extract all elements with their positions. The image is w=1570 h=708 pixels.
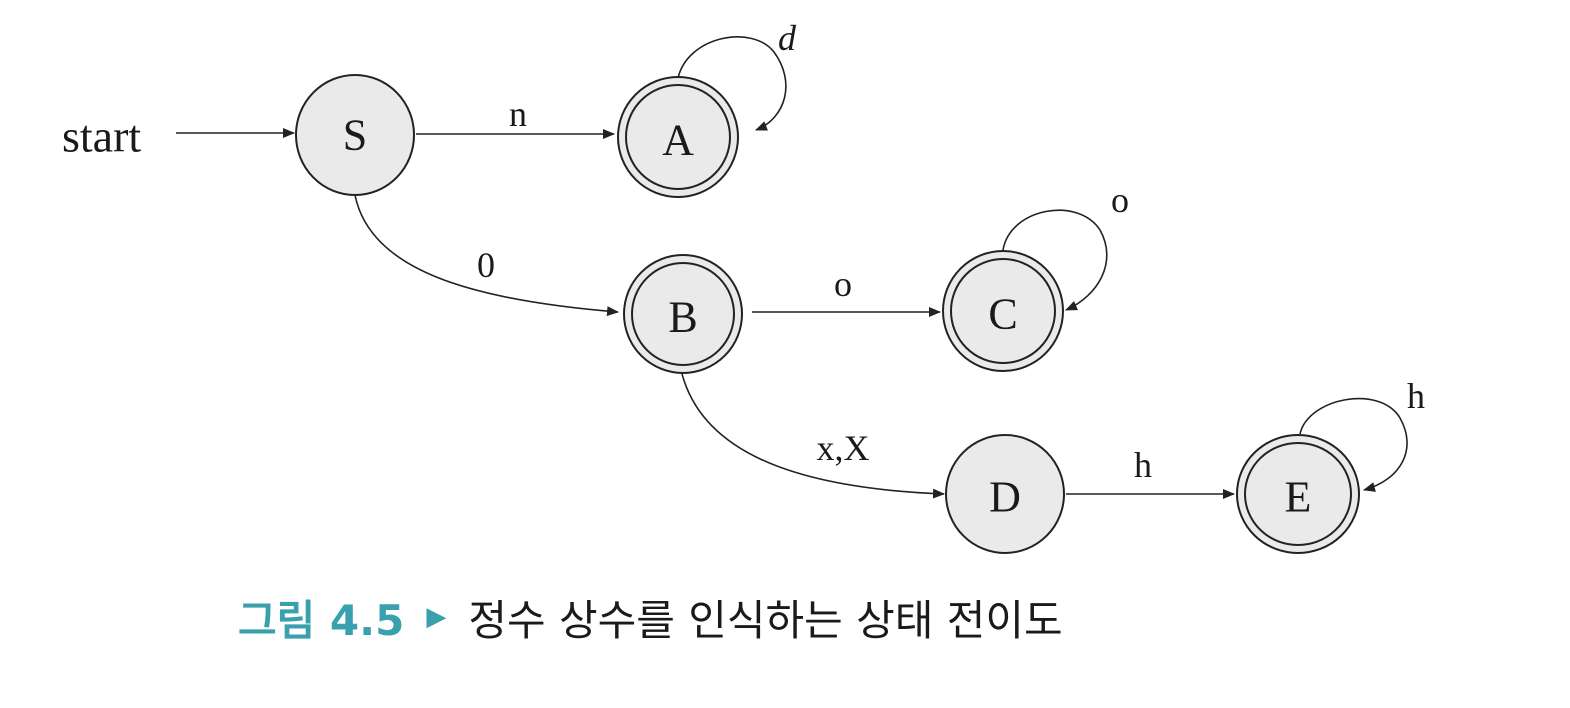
state-c: C bbox=[942, 250, 1064, 372]
state-b: B bbox=[623, 254, 743, 374]
caption-text: 정수 상수를 인식하는 상태 전이도 bbox=[468, 595, 1063, 645]
transition-a-a bbox=[677, 36, 787, 131]
transition-label-s-b: 0 bbox=[477, 245, 495, 285]
state-label-e: E bbox=[1285, 473, 1312, 522]
start-label: start bbox=[62, 111, 141, 162]
state-label-b: B bbox=[668, 293, 697, 342]
transition-e-e bbox=[1299, 397, 1408, 492]
transition-b-d bbox=[680, 369, 945, 499]
transition-label-s-a: n bbox=[509, 94, 527, 134]
state-label-c: C bbox=[988, 290, 1017, 339]
transition-label-b-c: o bbox=[834, 264, 852, 304]
transition-label-b-d: x,X bbox=[817, 428, 870, 468]
state-a: A bbox=[617, 76, 739, 198]
transition-label-d-e: h bbox=[1134, 445, 1152, 485]
transition-label-a-a: d bbox=[778, 18, 797, 58]
figure-caption: 그림 4.5 ▶ 정수 상수를 인식하는 상태 전이도 bbox=[238, 582, 1063, 652]
state-label-d: D bbox=[989, 473, 1021, 522]
transition-s-b bbox=[354, 194, 619, 317]
state-s: S bbox=[295, 74, 415, 196]
transition-label-e-e: h bbox=[1407, 376, 1425, 416]
caption-figure-number: 그림 4.5 bbox=[238, 595, 405, 645]
transition-label-c-c: o bbox=[1111, 180, 1129, 220]
state-d: D bbox=[945, 434, 1065, 554]
state-e: E bbox=[1236, 434, 1360, 554]
state-label-a: A bbox=[662, 116, 694, 165]
transition-c-c bbox=[1002, 209, 1108, 311]
right-triangle-icon: ▶ bbox=[426, 602, 447, 632]
state-label-s: S bbox=[343, 111, 367, 160]
